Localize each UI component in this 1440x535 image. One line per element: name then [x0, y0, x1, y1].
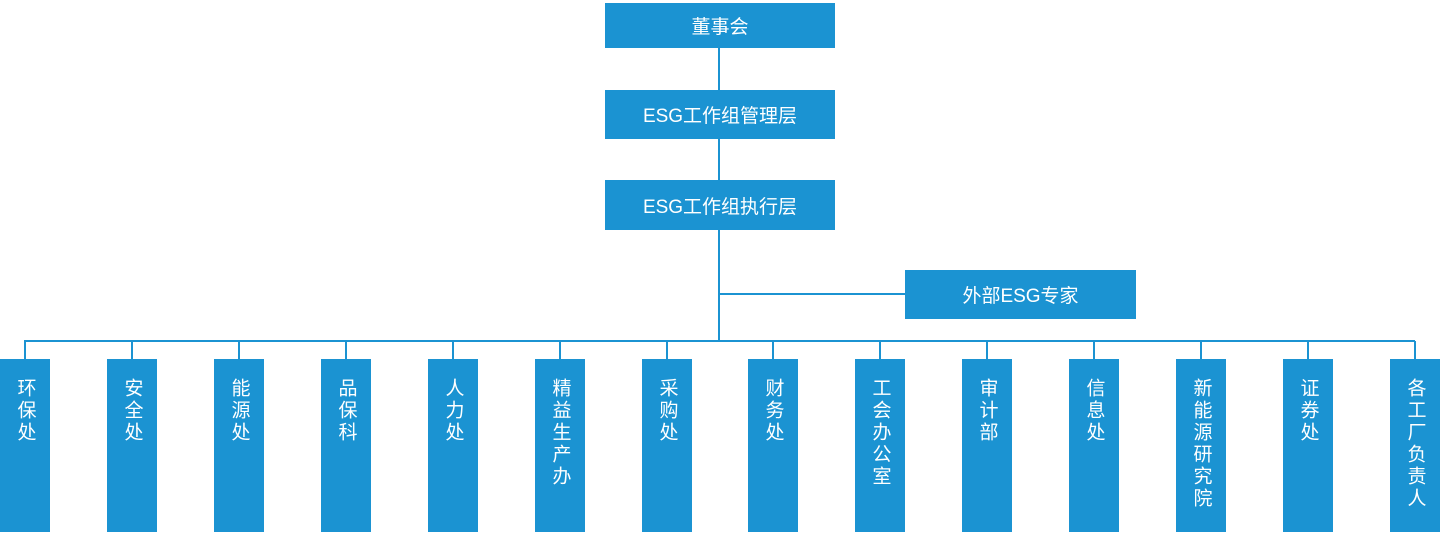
dept-label: 审计部	[976, 378, 998, 444]
connector-to-advisor	[719, 293, 905, 295]
org-box-dept-procurement: 采购处	[642, 359, 692, 532]
connector-stub	[1414, 341, 1416, 359]
org-box-dept-hr: 人力处	[428, 359, 478, 532]
connector-stub	[879, 341, 881, 359]
connector-stub	[1307, 341, 1309, 359]
connector-stub	[345, 341, 347, 359]
dept-label: 财务处	[762, 378, 784, 444]
org-box-dept-safety: 安全处	[107, 359, 157, 532]
connector-stub	[238, 341, 240, 359]
connector-stub	[1093, 341, 1095, 359]
org-box-dept-energy: 能源处	[214, 359, 264, 532]
dept-label: 人力处	[442, 378, 464, 444]
org-box-esg-management: ESG工作组管理层	[605, 90, 835, 139]
connector-stub	[131, 341, 133, 359]
org-box-dept-lean-production: 精益生产办	[535, 359, 585, 532]
org-box-esg-execution: ESG工作组执行层	[605, 180, 835, 230]
org-box-dept-quality: 品保科	[321, 359, 371, 532]
org-box-dept-union-office: 工会办公室	[855, 359, 905, 532]
dept-label: 品保科	[335, 378, 357, 444]
org-box-esg-management-label: ESG工作组管理层	[642, 106, 798, 127]
dept-label: 采购处	[656, 378, 678, 444]
org-box-dept-new-energy-institute: 新能源研究院	[1176, 359, 1226, 532]
connector-stub	[772, 341, 774, 359]
connector-mgmt-to-exec	[718, 139, 720, 180]
connector-stub	[559, 341, 561, 359]
connector-stub	[1200, 341, 1202, 359]
org-box-board: 董事会	[605, 3, 835, 48]
org-box-esg-execution-label: ESG工作组执行层	[642, 196, 798, 218]
org-box-dept-audit: 审计部	[962, 359, 1012, 532]
org-box-external-esg-experts-label: 外部ESG专家	[962, 286, 1079, 307]
org-box-dept-securities: 证券处	[1283, 359, 1333, 532]
dept-label: 信息处	[1083, 378, 1105, 444]
connector-root-to-mgmt	[718, 48, 720, 90]
org-box-dept-factory-heads: 各工厂负责人	[1390, 359, 1440, 532]
connector-exec-trunk	[718, 230, 720, 342]
connector-stub	[666, 341, 668, 359]
dept-label: 环保处	[14, 378, 36, 444]
dept-label: 安全处	[121, 378, 143, 444]
dept-label: 精益生产办	[549, 378, 571, 488]
org-box-dept-environment: 环保处	[0, 359, 50, 532]
connector-stub	[24, 341, 26, 359]
dept-label: 能源处	[228, 378, 250, 444]
org-box-external-esg-experts: 外部ESG专家	[905, 270, 1136, 319]
connector-stub	[452, 341, 454, 359]
dept-label: 各工厂负责人	[1404, 378, 1426, 510]
org-box-dept-finance: 财务处	[748, 359, 798, 532]
dept-label: 新能源研究院	[1190, 378, 1212, 510]
dept-label: 工会办公室	[869, 378, 891, 488]
connector-stub	[986, 341, 988, 359]
org-box-dept-information: 信息处	[1069, 359, 1119, 532]
dept-label: 证券处	[1297, 378, 1319, 444]
org-box-board-label: 董事会	[691, 17, 749, 38]
connector-distribution	[24, 340, 1415, 342]
